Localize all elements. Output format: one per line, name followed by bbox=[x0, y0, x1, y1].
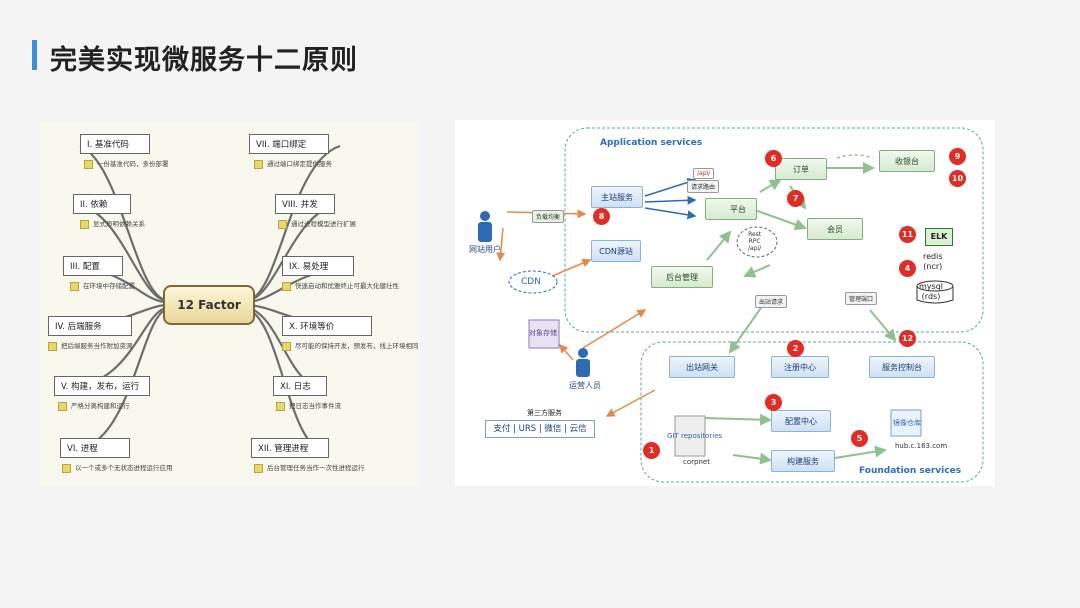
elk-store: ELK bbox=[925, 228, 953, 246]
factor-4-desc: 把后端服务当作附加资源 bbox=[48, 340, 133, 352]
git-repo-label: GIT repositories bbox=[667, 432, 723, 440]
architecture-diagram: Application services Foundation services… bbox=[455, 120, 995, 486]
architecture-lines bbox=[478, 127, 984, 483]
third-party-services: 支付 | URS | 微信 | 云信 bbox=[485, 420, 595, 438]
factor-8: VIII. 并发 bbox=[275, 194, 335, 214]
badge-12: 12 bbox=[899, 330, 916, 347]
factor-9-desc: 快速启动和优雅终止可最大化健壮性 bbox=[282, 280, 399, 292]
badge-8: 8 bbox=[593, 208, 610, 225]
badge-7: 7 bbox=[787, 190, 804, 207]
factor-2-desc: 显式声明依赖关系 bbox=[80, 218, 145, 230]
factor-11-desc: 把日志当作事件流 bbox=[276, 400, 341, 412]
factor-7: VII. 端口绑定 bbox=[249, 134, 329, 154]
cdn-origin-service: CDN源站 bbox=[591, 240, 641, 262]
build-service: 构建服务 bbox=[771, 450, 835, 472]
main-site-service: 主站服务 bbox=[591, 186, 643, 208]
mindmap-center: 12 Factor bbox=[163, 285, 255, 325]
foundation-services-boundary bbox=[640, 341, 984, 483]
registry-center-service: 注册中心 bbox=[771, 356, 829, 378]
factor-12: XII. 管理进程 bbox=[251, 438, 329, 458]
cashier-service: 收银台 bbox=[879, 150, 935, 172]
app-services-boundary bbox=[564, 127, 984, 333]
factor-3-desc: 在环境中存储配置 bbox=[70, 280, 135, 292]
website-user-icon bbox=[478, 211, 492, 242]
factor-12-desc: 后台管理任务当作一次性进程运行 bbox=[254, 462, 365, 474]
factor-2: II. 依赖 bbox=[73, 194, 131, 214]
foundation-services-label: Foundation services bbox=[859, 466, 962, 476]
gateway-service: 出站网关 bbox=[669, 356, 735, 378]
badge-4: 4 bbox=[899, 260, 916, 277]
cdn-label: CDN bbox=[521, 277, 541, 287]
management-port-tag: 管理端口 bbox=[845, 292, 878, 305]
corpnet-label: corpnet bbox=[683, 458, 710, 466]
factor-10-desc: 尽可能的保持开发，预发布，线上环境相同 bbox=[282, 340, 419, 352]
cdn-cloud bbox=[508, 270, 558, 294]
twelve-factor-mindmap: 12 Factor I. 基准代码 一份基准代码，多份部署 II. 依赖 显式声… bbox=[40, 122, 420, 486]
badge-10: 10 bbox=[949, 170, 966, 187]
factor-6-desc: 以一个或多个无状态进程运行应用 bbox=[62, 462, 173, 474]
order-service: 订单 bbox=[775, 158, 827, 180]
image-registry-label: 镜像仓库 bbox=[893, 419, 921, 427]
image-registry-icon bbox=[890, 409, 922, 437]
branch-7 bbox=[248, 144, 341, 302]
rest-rpc-cloud bbox=[736, 226, 778, 258]
platform-service: 平台 bbox=[705, 198, 757, 220]
factor-11: XI. 日志 bbox=[273, 376, 327, 396]
factor-8-desc: 通过进程模型进行扩展 bbox=[278, 218, 356, 230]
badge-5: 5 bbox=[851, 430, 868, 447]
object-storage-label: 对象存储 bbox=[529, 329, 557, 337]
badge-11: 11 bbox=[899, 226, 916, 243]
title-accent-bar bbox=[32, 40, 37, 70]
factor-5-desc: 严格分离构建和运行 bbox=[58, 400, 130, 412]
badge-6: 6 bbox=[765, 150, 782, 167]
factor-6: VI. 进程 bbox=[60, 438, 130, 458]
page-title: 完美实现微服务十二原则 bbox=[50, 45, 358, 76]
rest-rpc-label: Rest RPC /api/ bbox=[748, 231, 762, 252]
redis-store: redis (ncr) bbox=[923, 252, 943, 271]
route-tag: 请求路由 bbox=[687, 180, 720, 193]
api-tag: /api/ bbox=[693, 168, 715, 179]
factor-10: X. 环境等价 bbox=[282, 316, 372, 336]
branch-1 bbox=[79, 144, 166, 302]
badge-3: 3 bbox=[765, 394, 782, 411]
admin-service: 后台管理 bbox=[651, 266, 713, 288]
badge-9: 9 bbox=[949, 148, 966, 165]
website-user-label: 网站用户 bbox=[469, 245, 501, 254]
image-registry-host: hub.c.163.com bbox=[895, 442, 948, 450]
outbound-request-tag: 出站请求 bbox=[755, 295, 788, 308]
badge-2: 2 bbox=[787, 340, 804, 357]
member-service: 会员 bbox=[807, 218, 863, 240]
badge-1: 1 bbox=[643, 442, 660, 459]
factor-9: IX. 易处理 bbox=[282, 256, 354, 276]
ops-user-label: 运营人员 bbox=[569, 381, 601, 390]
mysql-store: mysql (rds) bbox=[919, 282, 943, 301]
factor-7-desc: 通过端口绑定提供服务 bbox=[254, 158, 332, 170]
load-balancer-tag: 负载均衡 bbox=[532, 210, 565, 223]
factor-1: I. 基准代码 bbox=[80, 134, 150, 154]
git-repo-icon bbox=[674, 415, 706, 457]
ops-user-icon bbox=[576, 348, 590, 377]
service-console: 服务控制台 bbox=[869, 356, 935, 378]
factor-3: III. 配置 bbox=[63, 256, 123, 276]
factor-1-desc: 一份基准代码，多份部署 bbox=[84, 158, 169, 170]
third-party-title: 第三方服务 bbox=[527, 409, 562, 417]
config-center-service: 配置中心 bbox=[771, 410, 831, 432]
object-storage-icon bbox=[528, 319, 560, 349]
factor-5: V. 构建，发布，运行 bbox=[54, 376, 150, 396]
app-services-label: Application services bbox=[600, 138, 703, 148]
factor-4: IV. 后端服务 bbox=[48, 316, 132, 336]
